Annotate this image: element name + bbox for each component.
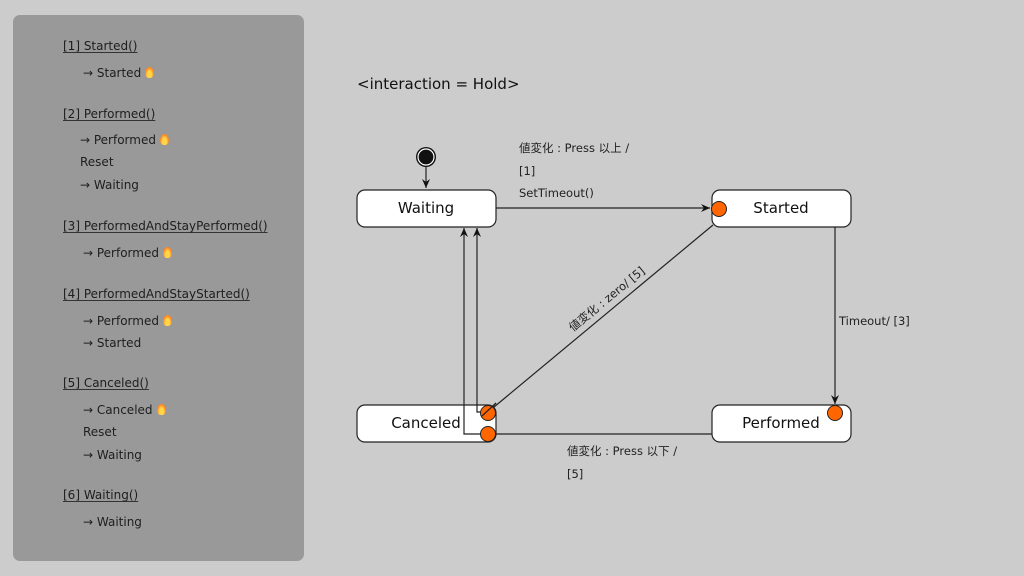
line-text: → Performed [83,314,159,328]
transition-label: 値変化 : Press 以下 / [567,444,677,458]
transition-canceled-waiting-1 [473,228,488,413]
transition-label: [1] [519,164,535,178]
diag-line-tip [481,402,497,417]
section-line: → Waiting [83,515,142,529]
section-header: [1] Started() [63,39,138,53]
section-header: [3] PerformedAndStayPerformed() [63,219,268,233]
event-dot-icon [827,405,843,421]
legend-panel: [1] Started() → Started [2] Performed() … [13,15,304,561]
section-header: [6] Waiting() [63,488,139,502]
state-label: Started [753,199,808,217]
section-header: [5] Canceled() [63,376,149,390]
section-line: → Started [83,336,142,350]
section-line: → Performed [83,246,172,260]
state-waiting[interactable]: Waiting [356,189,497,228]
transition-label: SetTimeout() [519,186,594,200]
transition-canceled-waiting-2 [460,228,488,435]
line-text: → Started [83,66,142,80]
event-dot-icon [711,201,727,217]
transition-label: 値変化 : Press 以上 / [519,141,629,155]
section-line: → Canceled [83,403,166,417]
section-line: Reset [80,155,114,169]
state-label: Waiting [398,199,454,217]
section-line: Reset [83,425,117,439]
state-canceled[interactable]: Canceled [356,404,497,443]
fire-icon [156,404,166,415]
event-dot-icon [480,426,496,442]
section-header: [2] Performed() [63,107,156,121]
event-dot-icon [480,405,496,421]
transition-label: 値変化 : zero/ [5] [566,264,648,335]
line-text: → Performed [83,246,159,260]
transition-label: [5] [567,467,583,481]
section-line: → Performed [80,133,169,147]
initial-state-icon [416,147,436,167]
state-label: Performed [742,414,820,432]
line-text: → Canceled [83,403,153,417]
section-line: → Waiting [83,448,142,462]
section-line: → Performed [83,314,172,328]
fire-icon [162,315,172,326]
transition-label: Timeout/ [3] [838,314,910,328]
diagram-title: <interaction = Hold> [357,75,520,93]
state-started[interactable]: Started [711,189,852,228]
fire-icon [145,67,155,78]
transition-started-canceled [487,224,714,413]
fire-icon [159,134,169,145]
state-label: Canceled [391,414,461,432]
section-line: → Waiting [80,178,139,192]
section-header: [4] PerformedAndStayStarted() [63,287,250,301]
section-line: → Started [83,66,155,80]
state-performed[interactable]: Performed [711,404,852,443]
line-text: → Performed [80,133,156,147]
fire-icon [162,247,172,258]
